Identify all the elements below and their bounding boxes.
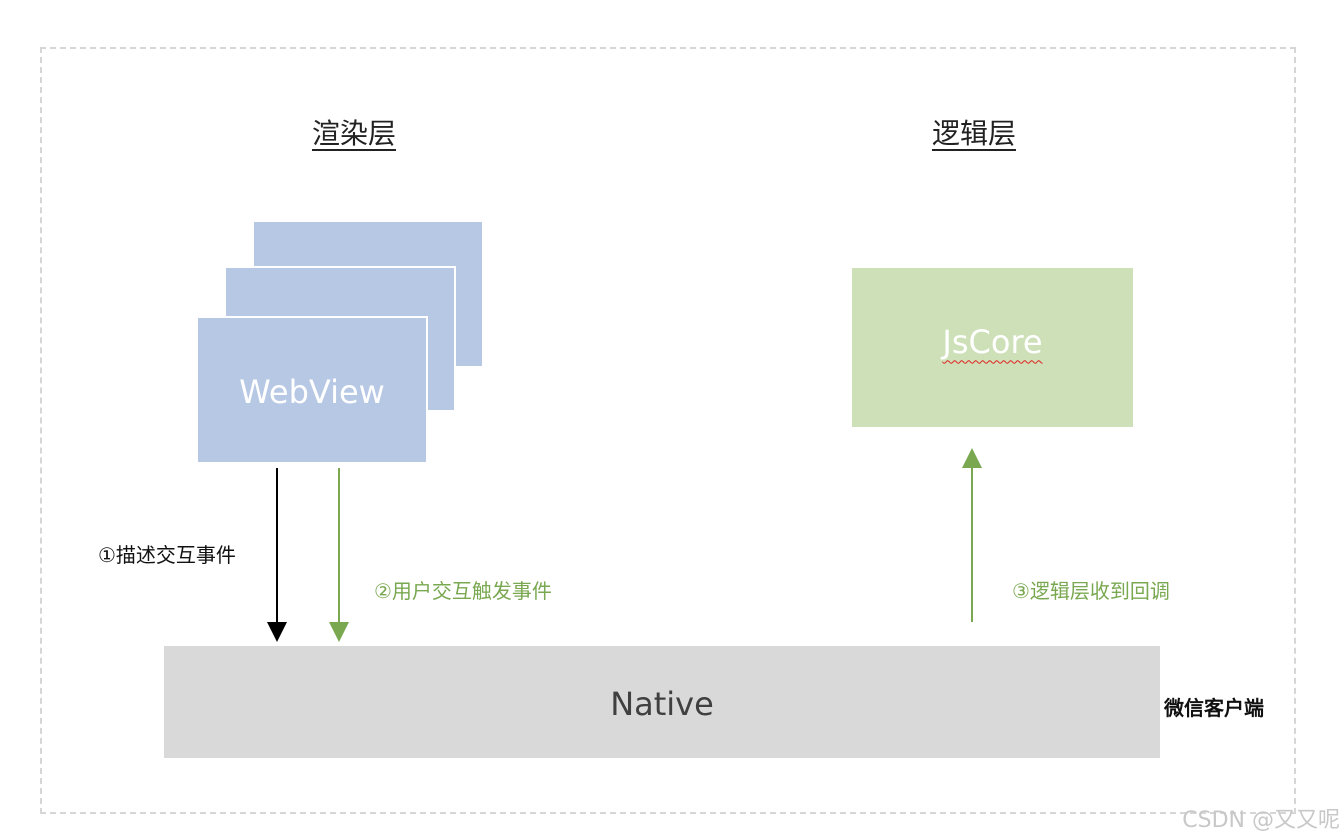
describe-interaction-label: ①描述交互事件 bbox=[98, 543, 236, 567]
webview-box: WebView bbox=[196, 316, 428, 464]
client-label: 微信客户端 bbox=[1164, 696, 1264, 720]
callback-arrow bbox=[962, 448, 982, 622]
jscore-label: JsCore bbox=[942, 322, 1043, 361]
dashed-frame bbox=[40, 47, 1296, 814]
user-trigger-label: ②用户交互触发事件 bbox=[374, 579, 552, 603]
logic-callback-label: ③逻辑层收到回调 bbox=[1012, 579, 1170, 603]
jscore-box: JsCore bbox=[852, 268, 1133, 427]
logic-layer-title: 逻辑层 bbox=[932, 117, 1017, 150]
watermark: CSDN @又又呢 bbox=[1182, 808, 1340, 833]
native-box: Native bbox=[164, 646, 1160, 758]
trigger-arrow bbox=[329, 468, 349, 642]
describe-arrow bbox=[267, 468, 287, 642]
render-layer-title: 渲染层 bbox=[312, 117, 397, 150]
native-label: Native bbox=[610, 685, 714, 723]
webview-label: WebView bbox=[239, 373, 385, 411]
